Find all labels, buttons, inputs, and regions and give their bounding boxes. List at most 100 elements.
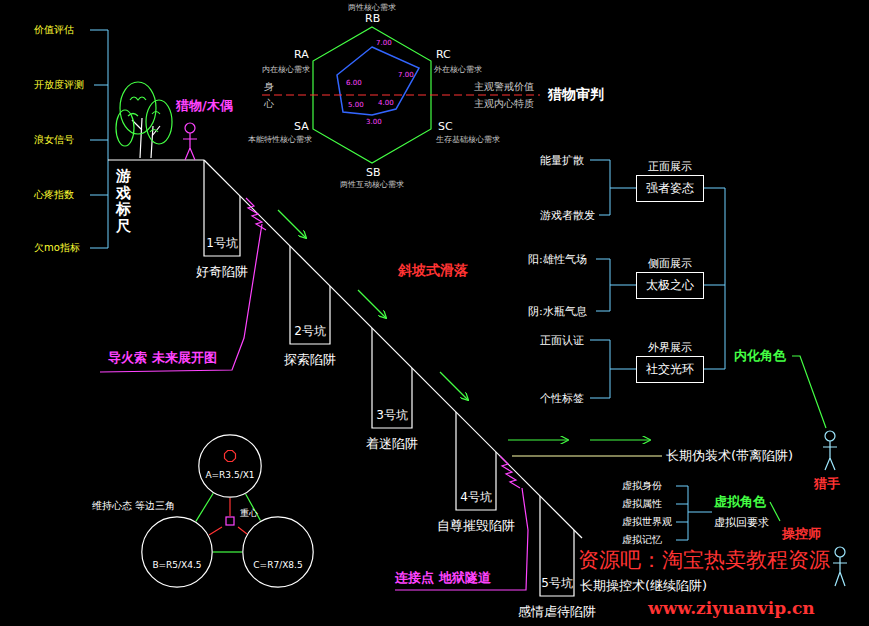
scale-bracket-part [90, 195, 108, 196]
tree-part [116, 110, 134, 146]
annotation-label: 价值评估 [34, 24, 74, 36]
annotation-label: 阳:雄性气场 [528, 253, 587, 266]
circle-outline [198, 434, 262, 498]
annotation-label: 两性互动核心需求 [340, 180, 404, 190]
annotation-label: 虚拟世界观 [622, 516, 672, 528]
radar-chart-part [262, 94, 540, 95]
node-caption: 太极之心 [637, 273, 703, 297]
role-link-part [770, 502, 780, 521]
node-caption: 强者姿态 [637, 176, 703, 200]
triangle-center-part [225, 451, 236, 462]
pit-outline [290, 246, 330, 344]
tree-part [128, 97, 160, 132]
right-bracket-part [590, 340, 636, 398]
annotation-label: 开放度评测 [34, 79, 84, 91]
pit-box: 3号坑着迷陷阱 [372, 328, 412, 428]
ground-and-slope-part [204, 160, 582, 538]
pit-outline [540, 496, 574, 596]
annotation-label: 虚拟记忆 [622, 534, 662, 546]
annotation-label: 个性标签 [540, 392, 584, 405]
tree [116, 82, 172, 158]
ground-and-slope [108, 160, 582, 538]
annotation-label: 猎物/木偶 [176, 98, 233, 114]
prey-figure [183, 123, 197, 160]
leader-line [100, 224, 528, 590]
annotation-label: 猎手 [814, 476, 840, 492]
annotation-label: 斜坡式滑落 [398, 262, 468, 279]
node-title: C=R7/X8.5 [253, 560, 302, 571]
annotation-label: 内化角色 [734, 348, 786, 364]
prey-figure-part [183, 133, 197, 160]
slide-arrows-part [358, 290, 386, 318]
tree-part [146, 100, 172, 144]
watermark-text: www.ziyuanvip.cn [648, 598, 815, 618]
node-caption: 自尊摧毁陷阱 [437, 518, 515, 534]
annotation-label: 7.00 [398, 71, 414, 79]
triangle-side [196, 493, 213, 521]
role-link-part [792, 356, 826, 428]
annotation-label: 虚拟角色 [714, 494, 766, 510]
annotation-label: 3.00 [366, 118, 382, 126]
annotation-label: 能量扩散 [540, 154, 584, 167]
slide-arrows-part [508, 439, 568, 440]
process-box: 侧面展示太极之心 [636, 272, 704, 299]
person-figure-part [835, 547, 845, 557]
pit-outline [456, 412, 496, 510]
node-caption: 社交光环 [637, 357, 703, 381]
circle-outline [142, 517, 212, 587]
ground-and-slope-part [108, 159, 204, 160]
spring-zigzag [246, 198, 520, 488]
annotation-label: 连接点 地狱隧道 [395, 570, 491, 586]
tree-part [120, 82, 156, 134]
circle-node: C=R7/X8.5 [242, 516, 314, 588]
annotation-label: 虚拟回要求 [714, 516, 769, 529]
circle-outline [242, 516, 314, 588]
annotation-label: 主观警戒价值 [474, 81, 534, 93]
annotation-label: 5.00 [348, 101, 364, 109]
circle-outline [199, 435, 261, 497]
node-caption: 着迷陷阱 [366, 436, 418, 452]
pit-box: 5号坑感情虐待陷阱 [540, 496, 574, 596]
annotation-label: 长期操控术(继续陷阱) [580, 578, 707, 594]
spring-zigzag-part [246, 198, 266, 230]
scale-bracket-part [108, 30, 109, 248]
annotation-label: 浪女信号 [34, 134, 74, 146]
right-bracket-part [704, 188, 725, 369]
radar-chart-part [337, 47, 419, 115]
person-figure-part [825, 431, 835, 441]
watermark-text: 资源吧：淘宝热卖教程资源 [578, 548, 830, 573]
annotation-label: 两性核心需求 [348, 3, 396, 13]
scale-bracket-part [90, 248, 108, 249]
right-bracket-part [590, 160, 636, 215]
node-title: 侧面展示 [648, 257, 692, 270]
annotation-label: 长期伪装术(带离陷阱) [666, 448, 793, 464]
right-bracket-part [676, 486, 712, 540]
pit-box: 4号坑自尊摧毁陷阱 [456, 412, 496, 510]
right-bracket [590, 160, 725, 540]
annotation-label: 正面认证 [540, 334, 584, 347]
annotation-label: 虚拟身份 [622, 480, 662, 492]
annotation-label: 内在核心需求 [262, 65, 310, 75]
disguise-line [512, 455, 662, 456]
annotation-label: 虚拟属性 [622, 498, 662, 510]
annotation-label: SA [294, 120, 309, 133]
right-bracket-part [596, 259, 636, 311]
spring-zigzag-part [500, 456, 520, 488]
annotation-label: 生存基础核心需求 [436, 135, 500, 145]
disguise-line-part [512, 455, 662, 456]
node-title: 外界展示 [648, 341, 692, 354]
node-title: 5号坑 [541, 576, 573, 590]
annotation-label: 主观内心特质 [474, 98, 534, 110]
person-figure-part [823, 441, 837, 470]
node-title: 3号坑 [376, 408, 408, 422]
annotation-label: RA [294, 48, 309, 61]
node-caption: 好奇陷阱 [196, 264, 248, 280]
node-title: 2号坑 [294, 324, 326, 338]
pit-outline [372, 328, 412, 428]
annotation-label: 游戏者散发 [540, 209, 595, 222]
